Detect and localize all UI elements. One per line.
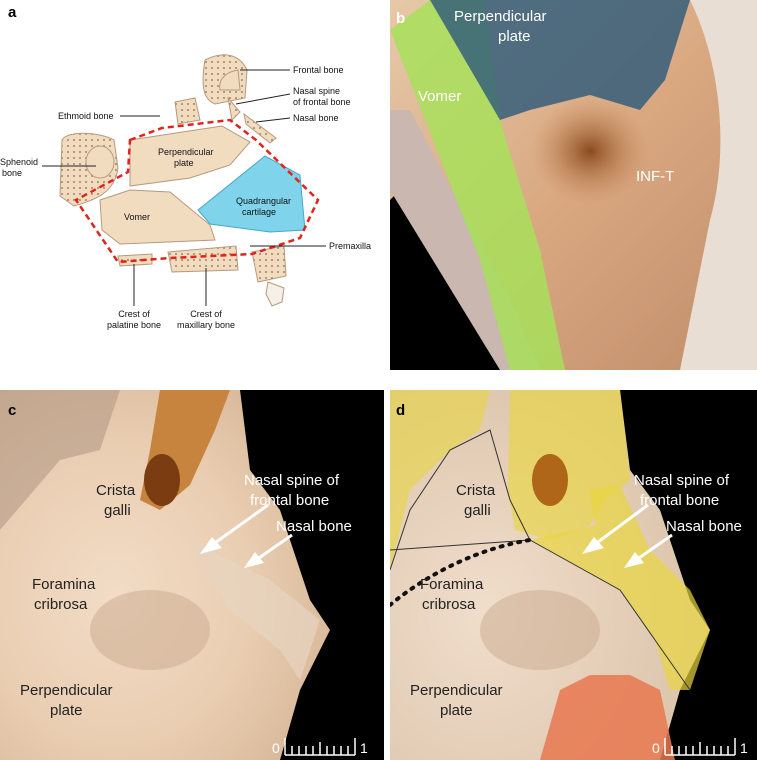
panel-a-letter: a xyxy=(8,4,17,21)
perpendicular-plate-label-1: Perpendicular xyxy=(158,147,214,157)
perpendicular-plate-shape xyxy=(129,125,251,187)
panel-c-crista-1: Crista xyxy=(96,482,136,499)
crest-palatine-label-1: Crest of xyxy=(118,309,150,319)
panel-b-illustration xyxy=(390,0,757,370)
nasal-spine-label-2: of frontal bone xyxy=(293,97,351,107)
panel-d-crista-2: galli xyxy=(464,502,491,519)
septum-outline xyxy=(74,118,320,264)
panel-d-perp-1: Perpendicular xyxy=(410,682,503,699)
panel-d-crista-1: Crista xyxy=(456,482,496,499)
panel-a-diagram: Frontal bone Nasal spine of frontal bone… xyxy=(0,0,384,370)
nasal-septum-diagram: Frontal bone Nasal spine of frontal bone… xyxy=(0,54,371,330)
sphenoid-label-1: Sphenoid xyxy=(0,157,38,167)
panel-c-letter: c xyxy=(8,402,17,419)
arrow-nasal-bone xyxy=(244,533,293,568)
yellow-overlay-nasal xyxy=(530,485,710,690)
scale-bar xyxy=(664,738,736,756)
sphenoid-sinus xyxy=(85,145,115,179)
panel-d-nasal-bone: Nasal bone xyxy=(666,518,742,535)
panel-b-letter: b xyxy=(396,10,406,27)
crest-palatine-label-2: palatine bone xyxy=(107,320,161,330)
foramina-shadow xyxy=(90,590,210,670)
vomer-overlay xyxy=(390,0,565,370)
panel-b-photo: b Perpendicular plate Vomer INF-T xyxy=(390,0,757,370)
foramina-dotted-line xyxy=(390,538,532,607)
panel-d-letter: d xyxy=(396,402,406,419)
nasal-bone-shape xyxy=(243,112,277,144)
nasal-spine-label-1: Nasal spine xyxy=(293,86,340,96)
panel-c-perp-1: Perpendicular xyxy=(20,682,113,699)
panel-c-scale-0: 0 xyxy=(272,740,280,756)
panel-d-nasal-spine-2: frontal bone xyxy=(640,492,720,509)
incisor-shape xyxy=(265,281,285,307)
arrow-nasal-bone xyxy=(624,533,673,568)
right-bone-surface xyxy=(680,0,757,370)
ethmoid-bone-label: Ethmoid bone xyxy=(58,111,114,121)
foramina-shadow xyxy=(480,590,600,670)
nasal-spine-shape xyxy=(227,96,241,122)
panel-d-scale-0: 0 xyxy=(652,740,660,756)
panel-b-inf-t-label: INF-T xyxy=(636,168,675,185)
sphenoid-label-2: bone xyxy=(2,168,22,178)
crest-maxillary-label-2: maxillary bone xyxy=(177,320,235,330)
sinus-cavity xyxy=(532,454,568,506)
panel-d-perp-2: plate xyxy=(440,702,473,719)
panel-d-foramina-1: Foramina xyxy=(420,576,484,593)
panel-d-photo: d Crista galli Nasal spine of frontal bo… xyxy=(390,390,757,760)
vomer-shape xyxy=(99,189,216,245)
panel-c-crista-2: galli xyxy=(104,502,131,519)
panel-d-scale-1: 1 xyxy=(740,740,748,756)
vomer-label: Vomer xyxy=(124,212,150,222)
panel-c-illustration xyxy=(0,390,384,760)
panel-c-nasal-spine-1: Nasal spine of xyxy=(244,472,340,489)
skull-surface xyxy=(390,390,710,760)
nasal-bone-outline xyxy=(529,539,691,691)
salmon-overlay-perpendicular xyxy=(540,675,675,760)
perpendicular-plate-overlay xyxy=(430,0,690,120)
panel-c-perp-2: plate xyxy=(50,702,83,719)
crest-maxillary-label-1: Crest of xyxy=(190,309,222,319)
panel-c-scale-1: 1 xyxy=(360,740,368,756)
panel-b-perp-label-2: plate xyxy=(498,28,531,45)
panel-d-nasal-spine-1: Nasal spine of xyxy=(634,472,730,489)
premaxilla-shape xyxy=(251,245,287,283)
frontal-bone-label: Frontal bone xyxy=(293,65,344,75)
sinus-cavity xyxy=(144,454,180,506)
skull-surface xyxy=(0,390,330,760)
panel-b-perp-label-1: Perpendicular xyxy=(454,8,547,25)
panel-c-foramina-1: Foramina xyxy=(32,576,96,593)
frontal-bone-inner xyxy=(219,69,241,91)
left-dark-shadow xyxy=(0,390,120,530)
crest-maxillary-shape xyxy=(167,245,239,273)
panel-c-photo: c Crista galli Nasal spine of frontal bo… xyxy=(0,390,384,760)
ethmoid-shape xyxy=(174,97,201,125)
premaxilla-label: Premaxilla xyxy=(329,241,371,251)
nasal-bone-shading xyxy=(190,540,320,680)
panel-c-nasal-bone: Nasal bone xyxy=(276,518,352,535)
arrow-nasal-spine xyxy=(582,503,649,554)
yellow-overlay-left xyxy=(390,390,490,570)
leader-lines xyxy=(42,69,326,306)
quadrangular-label-2: cartilage xyxy=(242,207,276,217)
panel-c-nasal-spine-2: frontal bone xyxy=(250,492,330,509)
panel-d-illustration xyxy=(390,390,757,760)
scale-bar xyxy=(284,738,356,756)
quadrangular-label-1: Quadrangular xyxy=(236,196,291,206)
panel-b-vomer-label: Vomer xyxy=(418,88,462,105)
perpendicular-plate-label-2: plate xyxy=(174,158,194,168)
nasal-bone-label: Nasal bone xyxy=(293,113,339,123)
panel-c-foramina-2: cribrosa xyxy=(34,596,88,613)
arrow-nasal-spine xyxy=(200,503,269,554)
panel-d-foramina-2: cribrosa xyxy=(422,596,476,613)
